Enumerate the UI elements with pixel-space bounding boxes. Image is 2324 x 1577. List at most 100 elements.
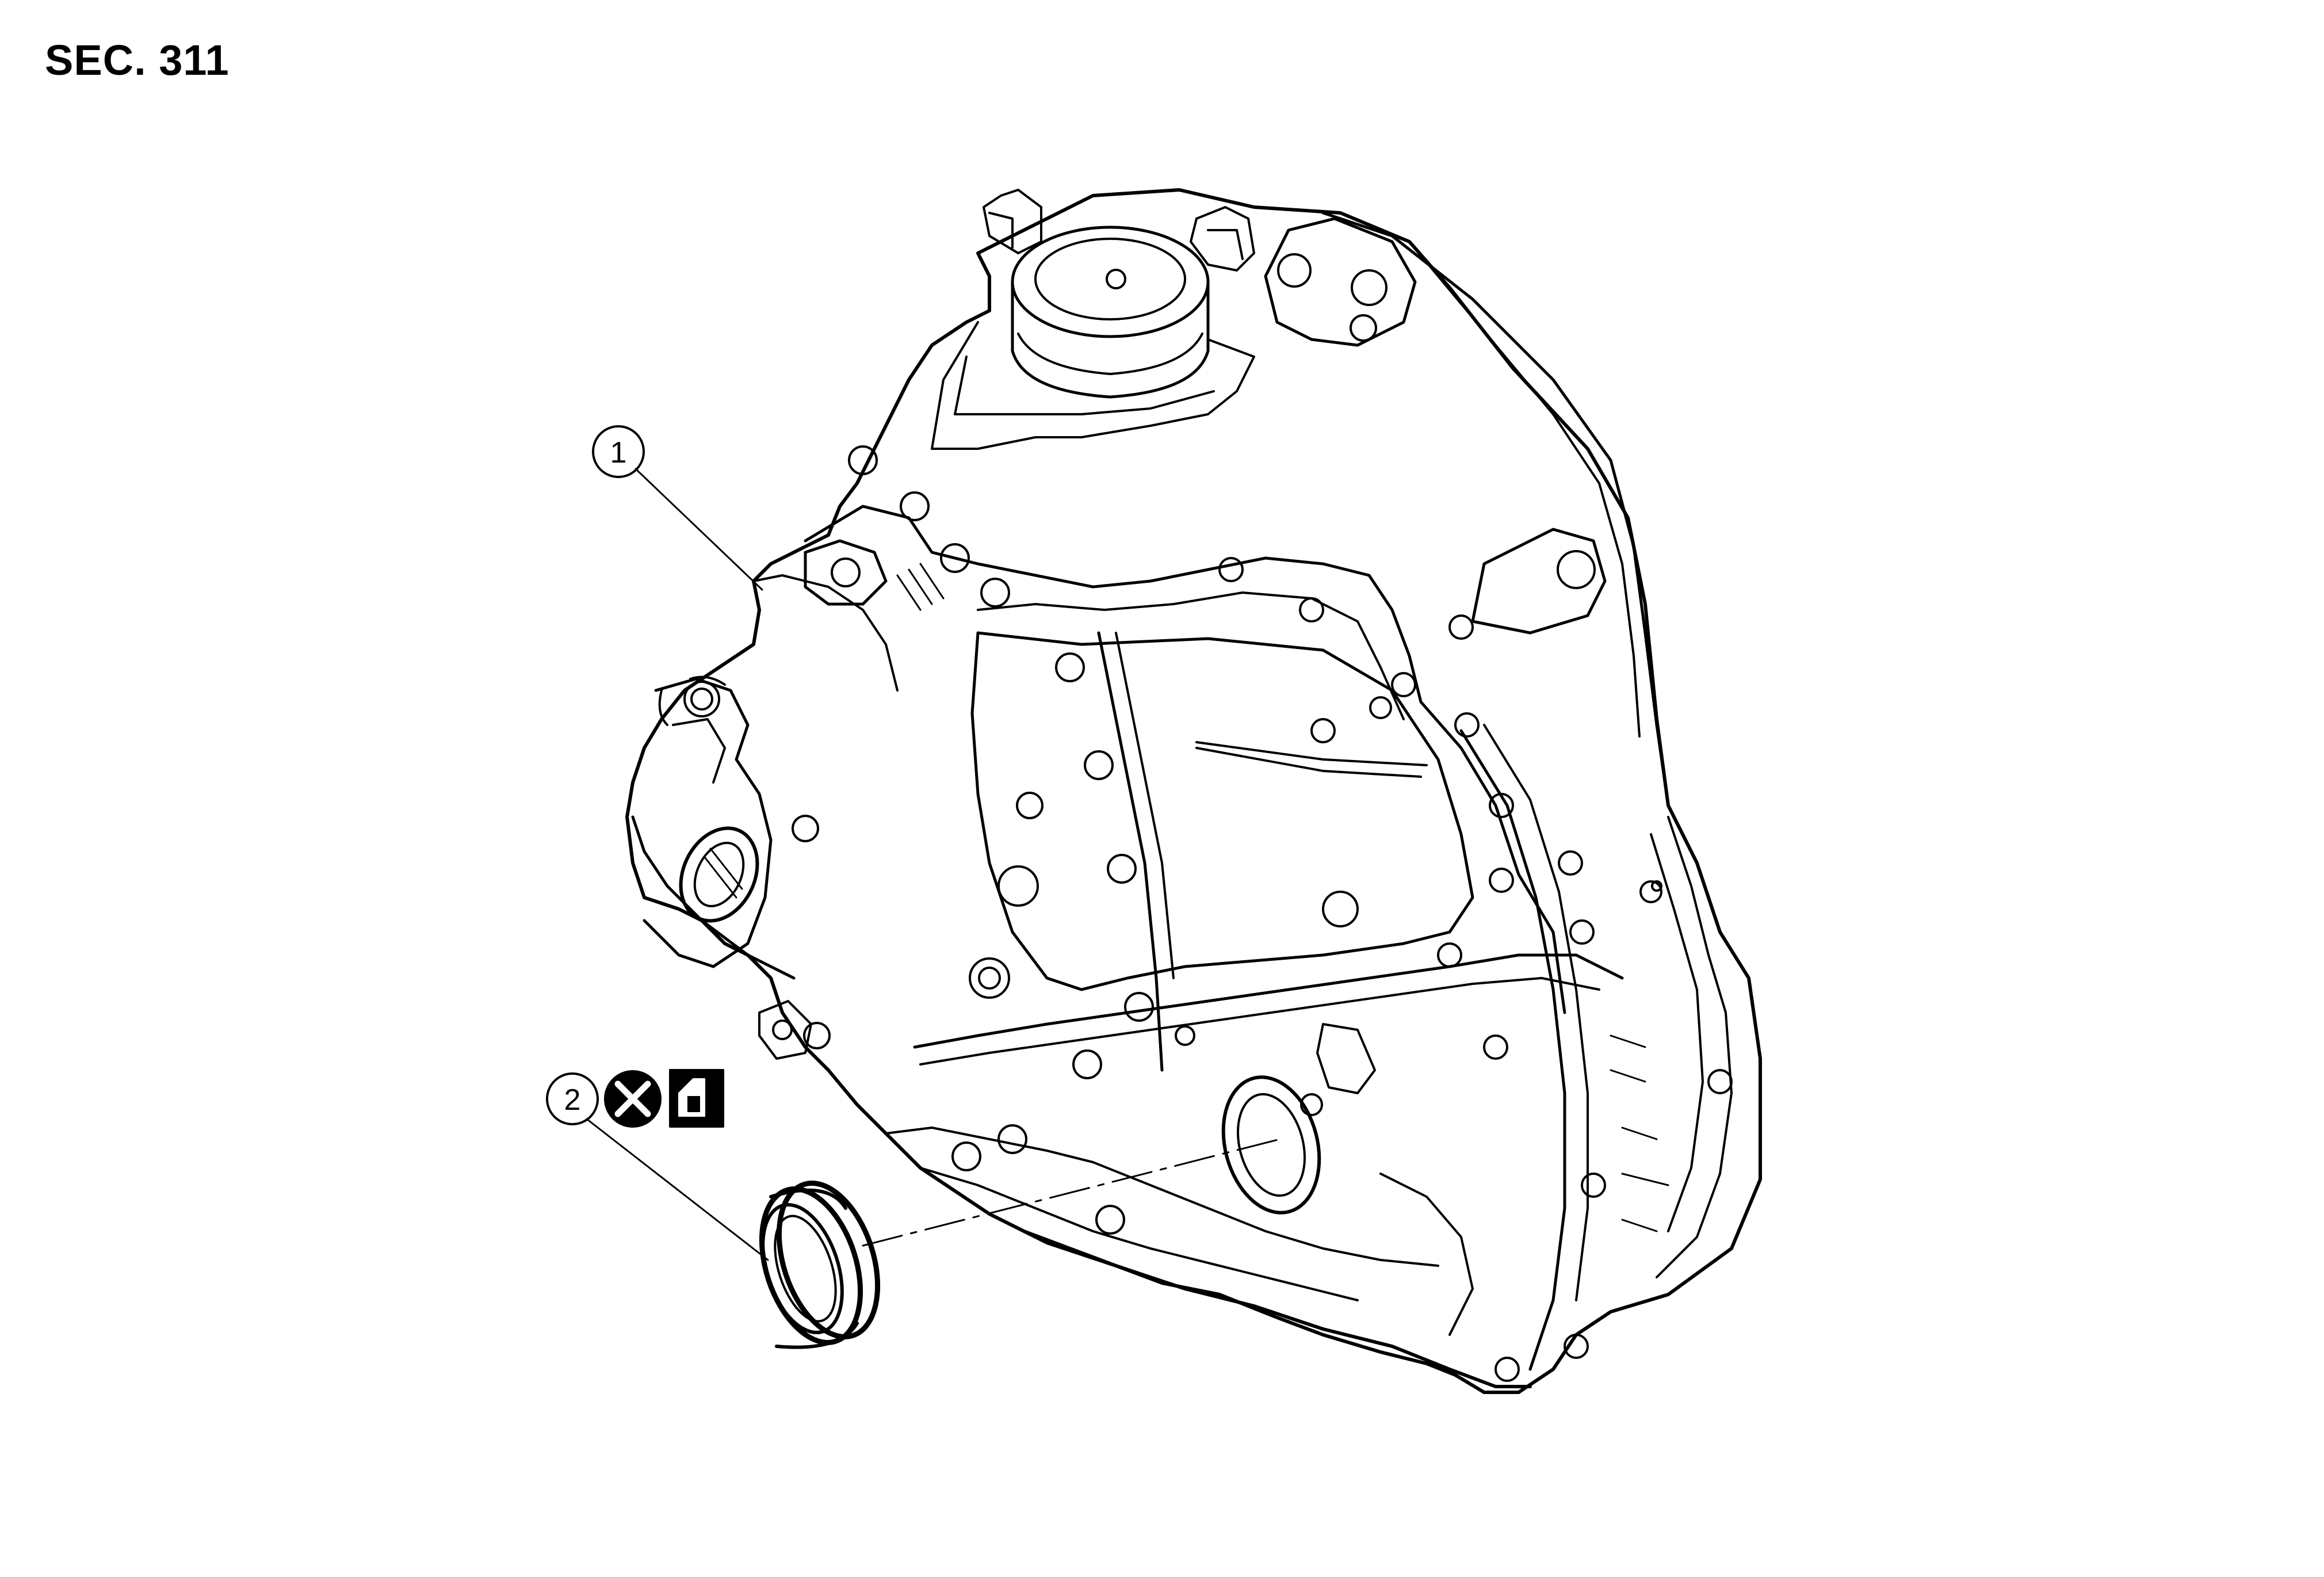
bolt xyxy=(940,543,970,573)
callout-2: 2 xyxy=(546,1069,769,1261)
callout-1: 1 xyxy=(592,425,763,591)
bolt xyxy=(792,815,819,842)
casing-seam-2 xyxy=(919,977,1600,1066)
apply-fluid-icon xyxy=(669,1069,724,1128)
lower-contour-2 xyxy=(919,1167,1359,1301)
installation-centerline xyxy=(862,1138,1281,1247)
upper-bolts xyxy=(792,445,1154,1171)
housing-outline xyxy=(625,188,1762,1394)
housing-hole xyxy=(1095,1205,1125,1235)
actuator-ring xyxy=(1017,333,1203,375)
callout-1-leader xyxy=(634,468,763,591)
bottom-edge xyxy=(988,1212,1532,1388)
callout-2-circle xyxy=(546,1072,599,1125)
actuator-center-hole xyxy=(1106,269,1126,289)
do-not-reuse-cross xyxy=(614,1080,651,1117)
left-small-boss-hole xyxy=(772,1019,793,1040)
bolt xyxy=(1124,992,1154,1022)
bolt xyxy=(803,1022,831,1049)
upper-cover xyxy=(804,505,1566,1014)
left-diff-inner xyxy=(672,718,726,784)
center-rib-2 xyxy=(1195,747,1422,778)
bolt xyxy=(1016,792,1043,819)
bolt xyxy=(1651,880,1662,892)
bolt xyxy=(1448,614,1474,640)
left-end-cap xyxy=(658,675,726,726)
bolt xyxy=(1084,750,1114,780)
left-lower-step xyxy=(631,815,796,980)
bolt xyxy=(1489,868,1514,893)
right-boss-hole xyxy=(1557,550,1596,589)
bolt xyxy=(1310,718,1336,743)
left-small-boss xyxy=(758,1000,812,1060)
actuator-bracket xyxy=(931,321,1255,450)
right-flange-strip-2 xyxy=(1483,724,1589,1301)
right-bolts xyxy=(1218,557,1662,1382)
bolt xyxy=(951,1141,981,1171)
right-lower-flange-inner xyxy=(1650,833,1704,1232)
bolt xyxy=(900,491,930,521)
bolt xyxy=(1558,850,1583,876)
callout-2-leader xyxy=(586,1118,769,1261)
center-panel xyxy=(970,631,1474,991)
actuator-bracket-inner xyxy=(954,356,1215,415)
upper-cover-inner xyxy=(977,591,1405,720)
housing-hole xyxy=(1175,1025,1195,1046)
oil-seal xyxy=(759,1181,881,1349)
transaxle-assembly xyxy=(625,188,1762,1394)
bolt xyxy=(1107,854,1137,884)
bolt xyxy=(1218,557,1244,582)
right-boss xyxy=(1471,528,1607,635)
right-flange-strip xyxy=(1459,729,1566,1371)
oil-seal-band xyxy=(769,1188,859,1349)
lower-contour-1 xyxy=(885,1127,1439,1267)
housing-hole xyxy=(978,967,1001,990)
seal-seat-outer xyxy=(1221,1075,1321,1215)
bolt xyxy=(980,578,1010,608)
sensor-connector xyxy=(1316,1023,1376,1094)
vertical-flange xyxy=(1097,631,1164,1072)
left-cap-hole xyxy=(690,688,713,711)
oil-seal-back xyxy=(776,1181,881,1339)
upper-mount-hole-3 xyxy=(1350,314,1377,342)
bolt xyxy=(1055,652,1085,682)
bolt xyxy=(1391,672,1416,697)
bolt xyxy=(848,445,878,475)
lower-right-ribs xyxy=(1610,1034,1669,1232)
left-mount-boss-hole xyxy=(831,558,861,587)
apply-fluid-window xyxy=(687,1096,700,1112)
center-rib xyxy=(1195,741,1428,766)
bolt xyxy=(1299,597,1324,623)
bolt xyxy=(1494,1357,1520,1382)
bell-housing-flange xyxy=(1321,211,1670,807)
left-drive-spline xyxy=(704,847,743,899)
housing-hole xyxy=(969,957,1010,999)
bolt xyxy=(1437,942,1462,968)
right-lower-flange xyxy=(1656,816,1733,1278)
oil-seal-inner xyxy=(774,1215,837,1323)
callout-1-number: 1 xyxy=(610,436,627,469)
actuator-cap-inner xyxy=(1034,238,1186,320)
housing-hole xyxy=(1369,696,1392,719)
callout-1-circle xyxy=(592,425,645,478)
casing-seam xyxy=(913,953,1624,1049)
left-mount-boss xyxy=(804,539,888,606)
housing-hole xyxy=(1300,1093,1323,1116)
bolt xyxy=(1483,1034,1508,1060)
upper-mount-hole-2 xyxy=(1351,269,1387,306)
do-not-reuse-icon xyxy=(604,1070,662,1128)
bolt xyxy=(1569,919,1595,945)
right-connector xyxy=(1190,206,1255,272)
bolt xyxy=(997,1124,1027,1154)
vertical-flange-2 xyxy=(1115,632,1175,979)
left-upper-shelf xyxy=(752,574,899,692)
housing-hole xyxy=(1707,1069,1733,1094)
left-diff-housing xyxy=(643,677,773,968)
callout-2-number: 2 xyxy=(564,1083,581,1117)
bolt xyxy=(1072,1049,1102,1079)
housing-hole xyxy=(997,865,1039,907)
housing-hole xyxy=(1322,891,1359,927)
left-cap-ring xyxy=(683,681,720,717)
bolt xyxy=(1581,1173,1606,1198)
